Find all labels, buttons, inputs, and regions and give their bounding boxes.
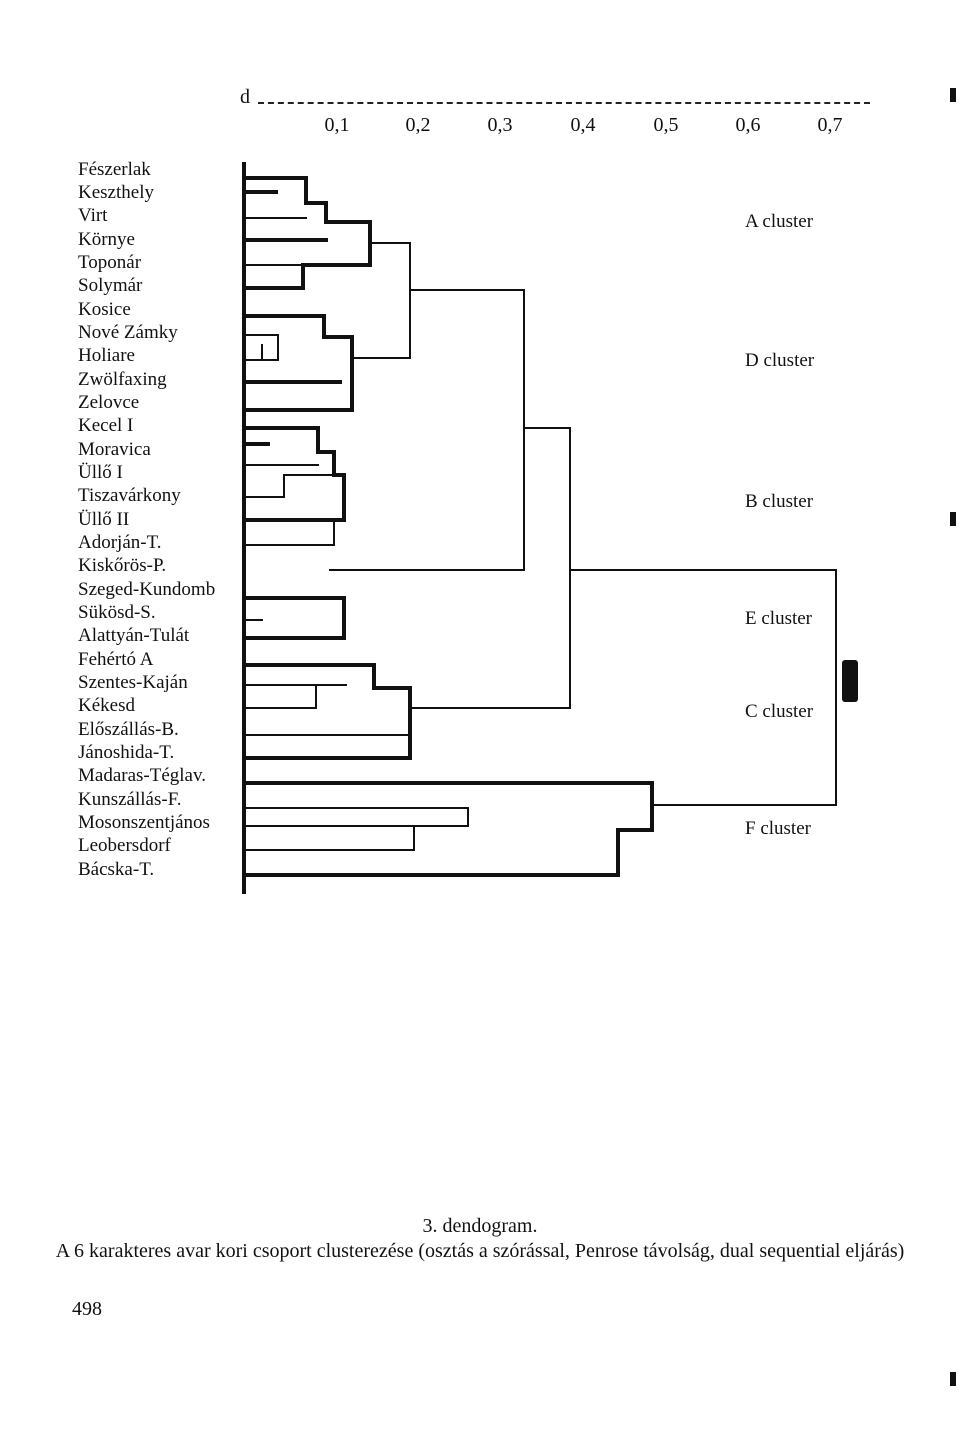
dendrogram-branch-d: [242, 314, 354, 412]
site-label: Mosonszentjános: [78, 812, 210, 833]
site-label: Leobersdorf: [78, 835, 171, 856]
site-label: Holiare: [78, 345, 135, 366]
site-label: Adorján-T.: [78, 532, 162, 553]
site-label: Jánoshida-T.: [78, 742, 175, 763]
site-label: Üllő II: [78, 509, 130, 530]
site-label: Környe: [78, 229, 135, 250]
site-label: Kecel I: [78, 415, 134, 436]
site-label: Előszállás-B.: [78, 719, 179, 740]
page-number: 498: [72, 1298, 102, 1320]
site-label: Bácska-T.: [78, 859, 155, 880]
site-label: Tiszavárkony: [78, 485, 181, 506]
cluster-label-d: D cluster: [745, 350, 815, 371]
site-label: Virt: [78, 205, 108, 226]
axis-rule: [258, 102, 870, 104]
dendrogram-branch-e: [242, 596, 346, 640]
print-mark: [950, 1372, 956, 1386]
dendrogram-branch-a: [242, 176, 372, 290]
axis-tick: 0,1: [324, 114, 350, 136]
print-mark: [950, 512, 956, 526]
site-label: Madaras-Téglav.: [78, 765, 207, 786]
axis-tick: 0,4: [570, 114, 596, 136]
print-mark: [842, 660, 858, 702]
site-label: Fehértó A: [78, 649, 154, 670]
site-label: Zelovce: [78, 392, 140, 413]
cluster-label-f: F cluster: [745, 818, 811, 839]
site-label: Moravica: [78, 439, 151, 460]
cluster-label-a: A cluster: [745, 211, 814, 232]
caption-number: 3. dendogram.: [422, 1215, 538, 1237]
axis-tick: 0,7: [817, 114, 843, 136]
site-label: Keszthely: [78, 182, 154, 203]
dendrogram-branch-b: [242, 426, 346, 522]
cluster-label-e: E cluster: [745, 608, 813, 629]
print-mark: [950, 88, 956, 102]
site-label: Alattyán-Tulát: [78, 625, 190, 646]
cluster-label-c: C cluster: [745, 701, 814, 722]
dendrogram: [242, 162, 837, 894]
site-label: Kiskőrös-P.: [78, 555, 167, 576]
caption-text: A 6 karakteres avar kori csoport cluster…: [55, 1240, 905, 1262]
axis-label: d: [240, 86, 250, 108]
axis-tick: 0,3: [487, 114, 513, 136]
axis-tick: 0,6: [735, 114, 761, 136]
site-label: Szentes-Kaján: [78, 672, 188, 693]
site-label: Kunszállás-F.: [78, 789, 182, 810]
cluster-label-b: B cluster: [745, 491, 814, 512]
axis-tick: 0,5: [653, 114, 679, 136]
site-label: Kékesd: [78, 695, 135, 716]
dendrogram-branch-f: [242, 781, 654, 877]
site-label: Fészerlak: [78, 159, 151, 180]
site-label: Kosice: [78, 299, 131, 320]
site-label: Sükösd-S.: [78, 602, 156, 623]
axis-tick: 0,2: [405, 114, 431, 136]
dendrogram-branch-c: [242, 663, 412, 760]
site-label: Toponár: [78, 252, 142, 273]
site-label: Solymár: [78, 275, 143, 296]
site-label: Szeged-Kundomb: [78, 579, 216, 600]
site-label: Üllő I: [78, 462, 123, 483]
site-label: Zwölfaxing: [78, 369, 167, 390]
site-label: Nové Zámky: [78, 322, 178, 343]
